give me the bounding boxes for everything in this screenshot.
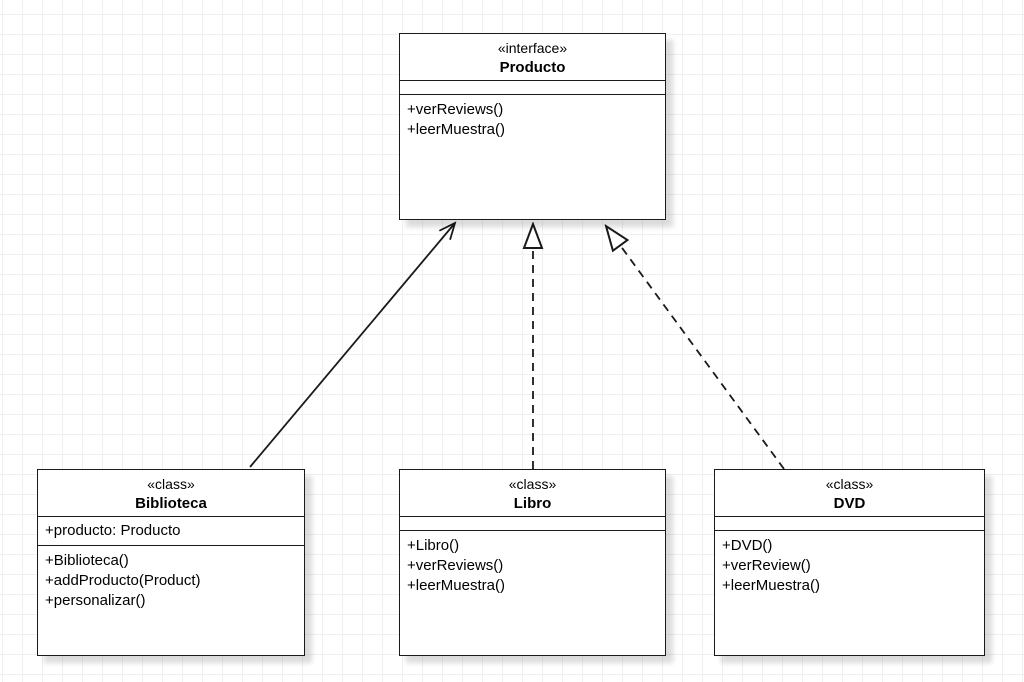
class-name: Libro bbox=[513, 495, 552, 512]
class-attributes bbox=[400, 80, 665, 94]
class-stereotype: «interface» bbox=[497, 40, 568, 56]
class-methods: +verReviews() +leerMuestra() bbox=[400, 94, 665, 219]
class-header: «class» Libro bbox=[400, 470, 665, 516]
class-header: «class» DVD bbox=[715, 470, 984, 516]
class-attributes bbox=[715, 516, 984, 530]
class-name: Producto bbox=[499, 59, 566, 76]
class-box-libro[interactable]: «class» Libro +Libro() +verReviews() +le… bbox=[399, 469, 666, 656]
association-edge-biblioteca-producto[interactable] bbox=[249, 223, 455, 468]
method-item: +personalizar() bbox=[45, 592, 146, 609]
method-item: +Biblioteca() bbox=[45, 552, 129, 569]
class-header: «interface» Producto bbox=[400, 34, 665, 80]
class-name: DVD bbox=[833, 495, 866, 512]
class-name: Biblioteca bbox=[135, 495, 207, 512]
method-item: +verReview() bbox=[722, 557, 811, 574]
method-item: +addProducto(Product) bbox=[45, 572, 201, 589]
attribute-item: +producto: Producto bbox=[45, 522, 181, 539]
class-attributes: +producto: Producto bbox=[38, 516, 304, 545]
class-attributes bbox=[400, 516, 665, 530]
class-box-dvd[interactable]: «class» DVD +DVD() +verReview() +leerMue… bbox=[714, 469, 985, 656]
class-stereotype: «class» bbox=[508, 476, 557, 492]
class-stereotype: «class» bbox=[147, 476, 195, 492]
class-methods: +Biblioteca() +addProducto(Product) +per… bbox=[38, 545, 304, 655]
method-item: +leerMuestra() bbox=[407, 121, 505, 138]
realization-edge-dvd-producto[interactable] bbox=[606, 226, 785, 470]
method-item: +DVD() bbox=[722, 537, 773, 554]
method-item: +leerMuestra() bbox=[407, 577, 505, 594]
class-stereotype: «class» bbox=[825, 476, 874, 492]
method-item: +verReviews() bbox=[407, 557, 504, 574]
class-methods: +DVD() +verReview() +leerMuestra() bbox=[715, 530, 984, 655]
method-item: +Libro() bbox=[407, 537, 460, 554]
class-methods: +Libro() +verReviews() +leerMuestra() bbox=[400, 530, 665, 655]
class-header: «class» Biblioteca bbox=[38, 470, 304, 516]
class-box-producto[interactable]: «interface» Producto +verReviews() +leer… bbox=[399, 33, 666, 220]
method-item: +verReviews() bbox=[407, 101, 504, 118]
method-item: +leerMuestra() bbox=[722, 577, 820, 594]
class-box-biblioteca[interactable]: «class» Biblioteca +producto: Producto +… bbox=[37, 469, 305, 656]
